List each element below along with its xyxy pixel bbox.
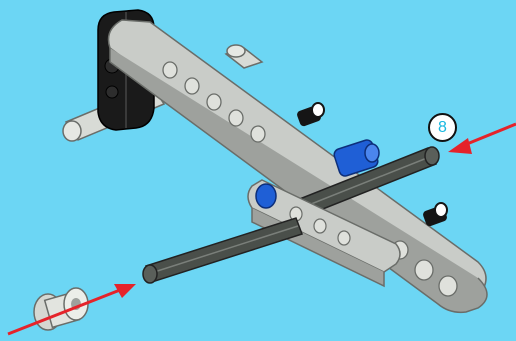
- red-insert-arrow-upper: [448, 124, 516, 154]
- step-number: 8: [438, 120, 447, 136]
- step-number-badge: 8: [428, 113, 457, 142]
- upper-axle-stub: [226, 45, 262, 68]
- long-dark-axle-lower: [143, 218, 302, 283]
- black-pin-upper: [296, 103, 324, 127]
- blue-connector-left: [256, 184, 276, 208]
- bushing-part: [34, 288, 88, 330]
